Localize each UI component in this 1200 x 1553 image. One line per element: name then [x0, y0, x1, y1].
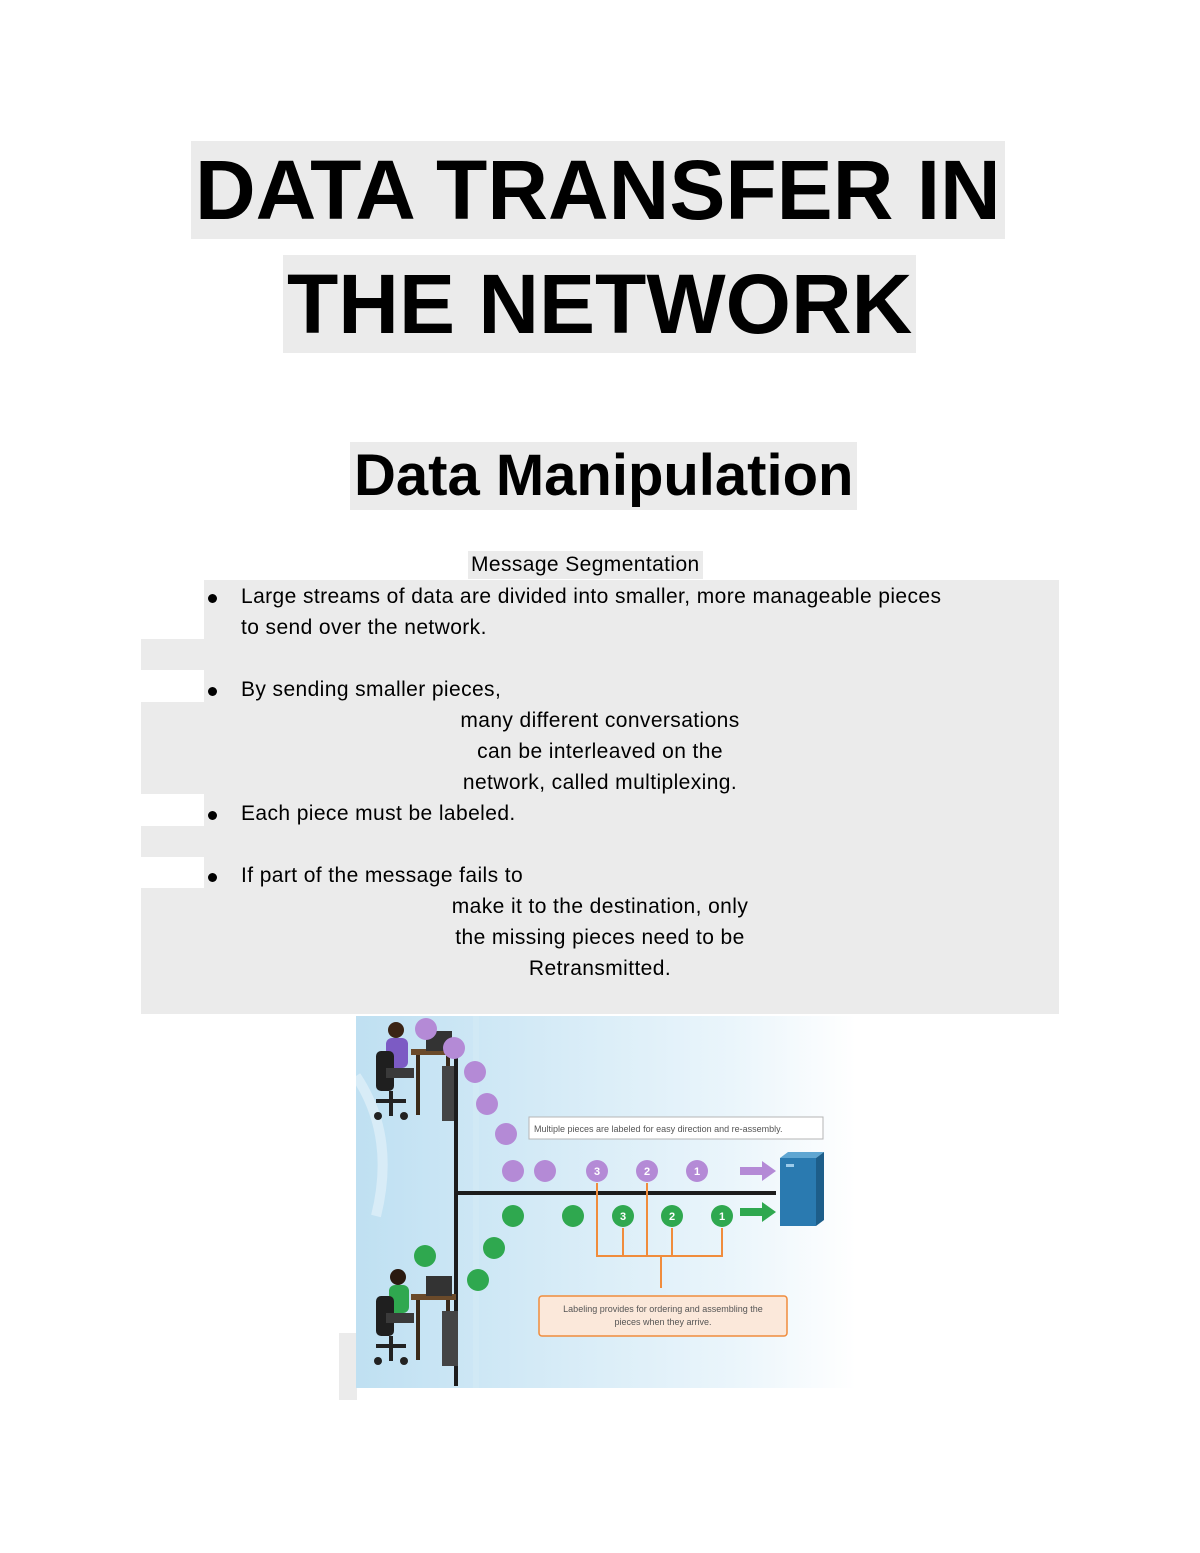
- bullet-4-line-3: the missing pieces need to be: [455, 926, 745, 949]
- purple-pieces: [415, 1018, 708, 1182]
- highlight-fragment: [141, 639, 207, 670]
- bullet-3-line-1: Each piece must be labeled.: [241, 802, 516, 825]
- svg-text:Multiple pieces are labeled fo: Multiple pieces are labeled for easy dir…: [534, 1124, 782, 1134]
- bullet-2-line-3: can be interleaved on the: [477, 740, 723, 763]
- svg-text:pieces when they arrive.: pieces when they arrive.: [614, 1317, 711, 1327]
- bullet-4-line-4: Retransmitted.: [528, 957, 672, 980]
- bullet-2-line-4: network, called multiplexing.: [462, 771, 738, 794]
- highlight-fragment: [141, 826, 207, 857]
- bullet-4-line-1: If part of the message fails to: [241, 864, 524, 887]
- page-title-line-1: DATA TRANSFER IN: [191, 141, 1005, 239]
- segmentation-diagram: 3 2 1 3 2 1: [356, 1016, 856, 1388]
- network-line-vertical: [454, 1056, 458, 1386]
- bullet-dot: [208, 811, 217, 820]
- bullet-2-line-2: many different conversations: [460, 709, 740, 732]
- segmentation-heading: Message Segmentation: [468, 551, 703, 579]
- purple-label-2: 2: [644, 1166, 650, 1178]
- bullet-4-line-2: make it to the destination, only: [451, 895, 749, 918]
- purple-label-3: 3: [594, 1166, 600, 1178]
- highlight-fragment: [141, 702, 207, 794]
- network-line-horizontal: [454, 1191, 776, 1195]
- server-icon: [780, 1152, 824, 1226]
- label-bracket: [596, 1183, 723, 1288]
- svg-text:Labeling provides for ordering: Labeling provides for ordering and assem…: [563, 1304, 763, 1314]
- arrow-icon: [740, 1161, 776, 1222]
- bullet-dot: [208, 687, 217, 696]
- green-pieces: [414, 1205, 733, 1291]
- user-workstation-icon: [374, 1269, 458, 1366]
- figure-tab-highlight: [339, 1333, 357, 1400]
- bullet-1-line-1: Large streams of data are divided into s…: [241, 585, 942, 608]
- bullet-dot: [208, 873, 217, 882]
- green-label-3: 3: [620, 1211, 626, 1223]
- bullet-dot: [208, 594, 217, 603]
- section-subheading: Data Manipulation: [350, 442, 858, 510]
- green-label-1: 1: [719, 1211, 725, 1223]
- green-label-2: 2: [669, 1211, 675, 1223]
- page-title-line-2: THE NETWORK: [283, 255, 917, 353]
- bullet-1-line-2: to send over the network.: [241, 616, 487, 639]
- purple-label-1: 1: [694, 1166, 700, 1178]
- bullet-highlight-box: [204, 580, 1059, 1014]
- bullet-2-line-1: By sending smaller pieces,: [241, 678, 502, 701]
- highlight-fragment: [141, 888, 207, 1014]
- callout-top: Multiple pieces are labeled for easy dir…: [528, 1116, 824, 1140]
- callout-bottom: Labeling provides for ordering and assem…: [538, 1295, 788, 1337]
